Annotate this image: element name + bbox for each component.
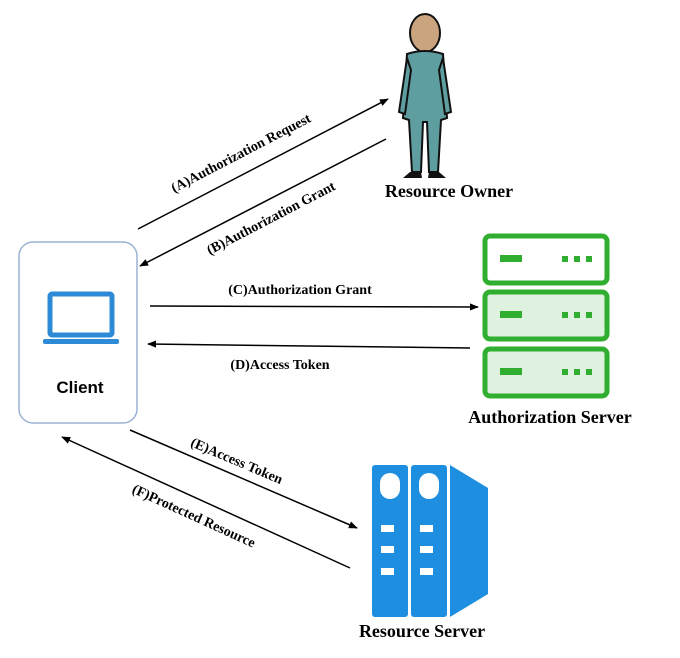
authorization-server-node: Authorization Server	[468, 233, 632, 427]
arrow-d-access-token	[147, 340, 471, 349]
authorization-server-label: Authorization Server	[468, 407, 631, 427]
person-icon	[397, 13, 453, 178]
arrow-b-authorization-grant	[139, 138, 387, 267]
label-c: (C)Authorization Grant	[228, 283, 372, 298]
arrow-e-access-token	[129, 429, 358, 529]
client-label: Client	[56, 378, 104, 397]
label-b: (B)Authorization Grant	[205, 179, 339, 258]
arrow-a-authorization-request	[137, 98, 389, 230]
arrow-c-authorization-grant	[149, 303, 479, 311]
resource-owner-label: Resource Owner	[385, 181, 513, 201]
label-a: (A)Authorization Request	[169, 111, 314, 196]
arrow-f-protected-resource	[61, 436, 351, 569]
server-stack-icon	[482, 233, 610, 399]
laptop-icon	[43, 291, 119, 344]
client-node: Client	[18, 241, 138, 424]
label-d: (D)Access Token	[230, 358, 329, 373]
resource-server-node: Resource Server	[359, 465, 488, 641]
server-rack-icon	[372, 465, 488, 617]
resource-server-label: Resource Server	[359, 621, 485, 641]
resource-owner-node: Resource Owner	[385, 13, 513, 201]
